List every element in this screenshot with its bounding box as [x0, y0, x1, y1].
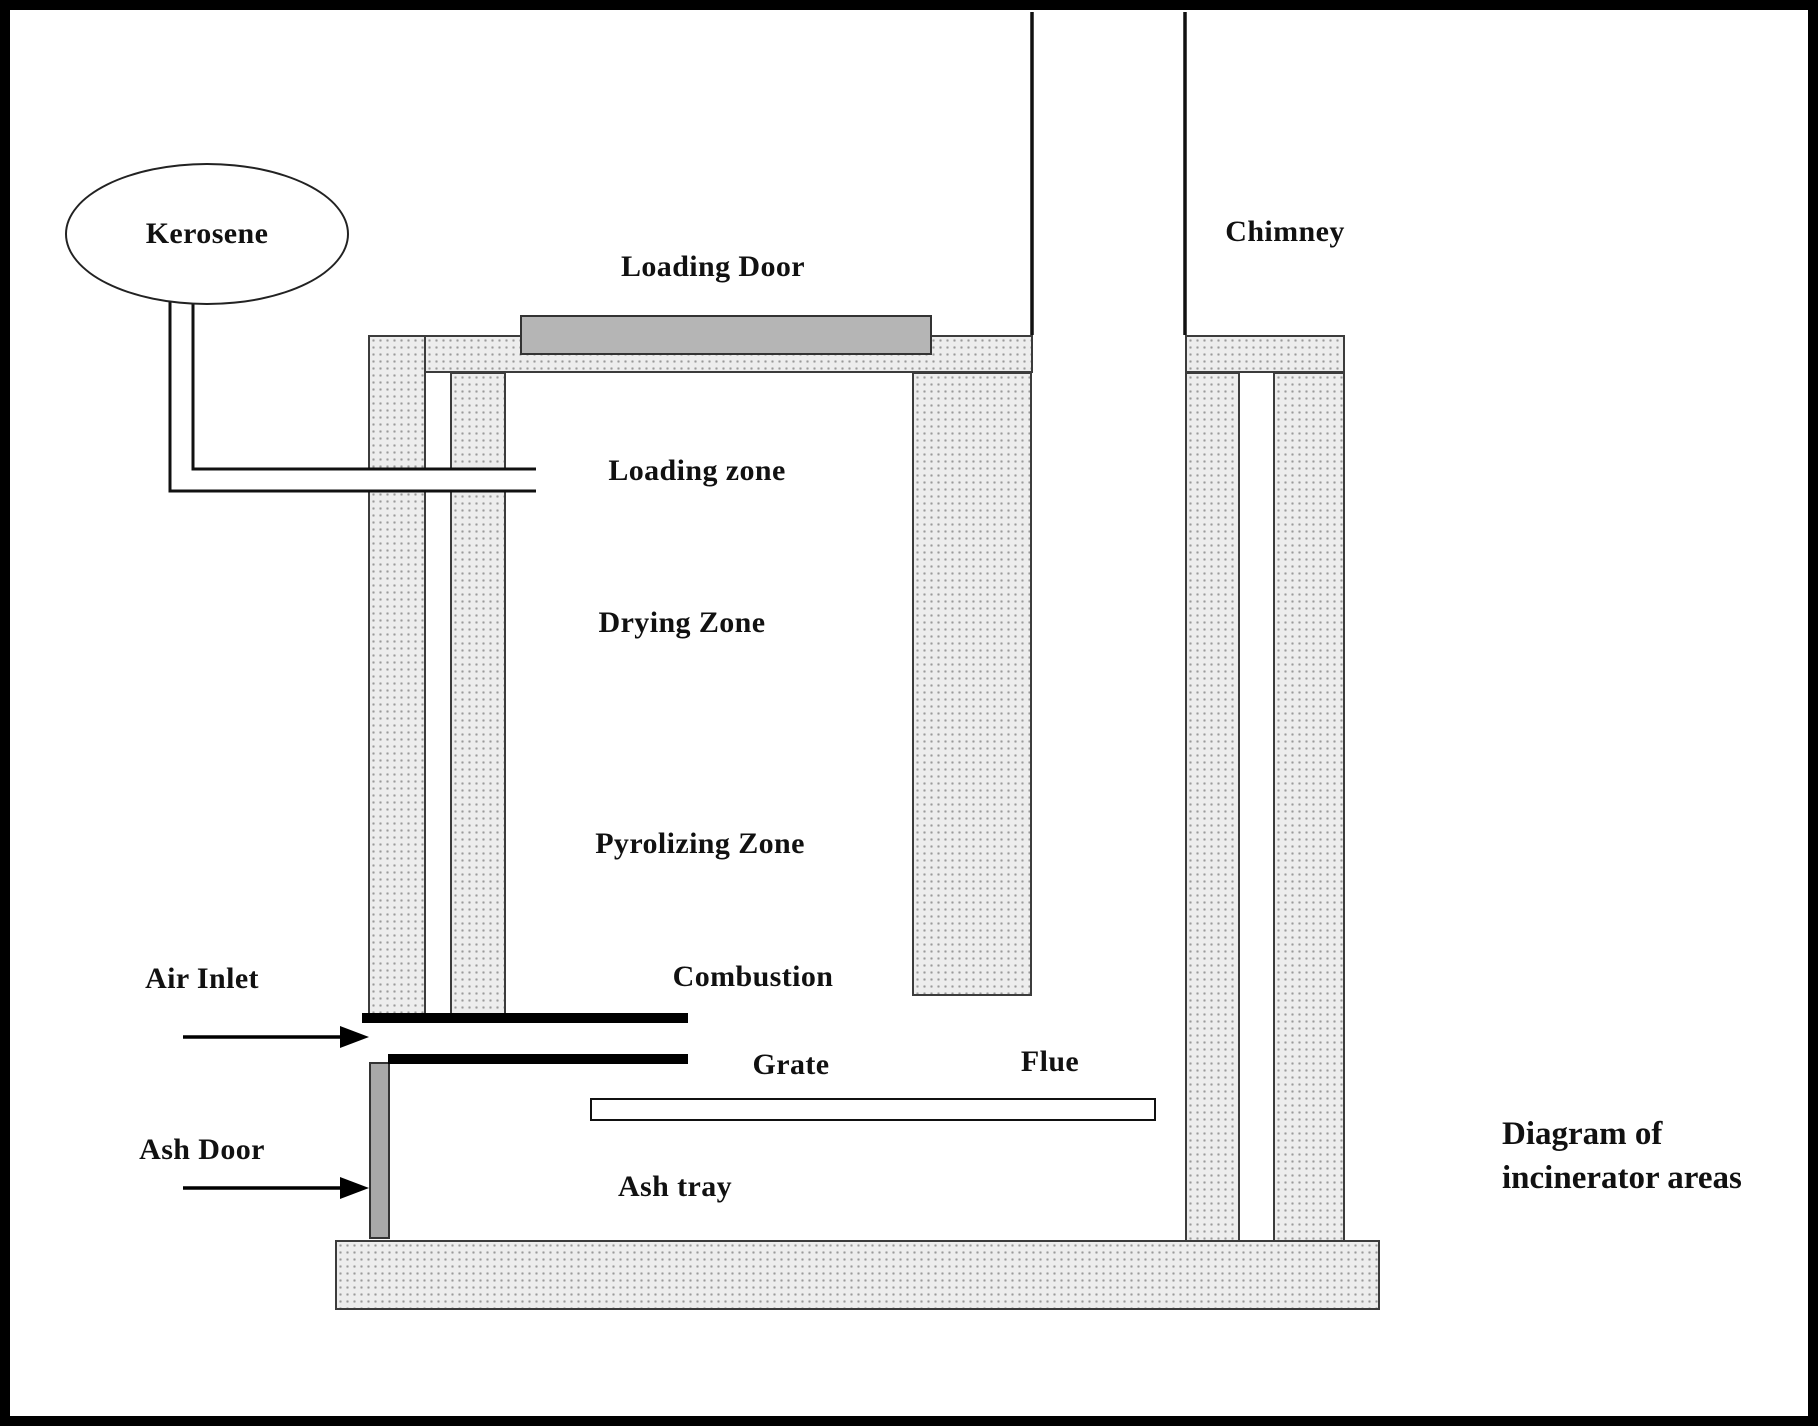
right-wall-outer-column	[1273, 372, 1345, 1242]
kerosene-label: Kerosene	[145, 217, 269, 250]
center-baffle-wall	[912, 372, 1032, 996]
air-inlet-arrow-head	[340, 1026, 369, 1048]
right-wall-inner-column	[1185, 372, 1240, 1242]
caption-line-2: incinerator areas	[1502, 1160, 1742, 1196]
grate-label: Grate	[752, 1048, 830, 1081]
ash-door-arrow-head	[340, 1177, 369, 1199]
chimney-label: Chimney	[1225, 215, 1345, 248]
ash-tray-label: Ash tray	[617, 1170, 733, 1203]
drying-zone-label: Drying Zone	[598, 606, 766, 639]
ash-door-label: Ash Door	[139, 1133, 265, 1166]
air-inlet-label: Air Inlet	[145, 962, 259, 995]
diagram-caption: Diagram of incinerator areas	[1502, 1112, 1818, 1200]
grate-flue-plate	[590, 1098, 1156, 1121]
flue-label: Flue	[1020, 1045, 1080, 1078]
loading-door-plate	[520, 315, 932, 355]
pyrolizing-zone-label: Pyrolizing Zone	[595, 827, 805, 860]
left-wall-inner-column	[450, 372, 506, 1017]
combustion-label: Combustion	[672, 960, 834, 993]
right-wall-top-cap	[1185, 335, 1345, 373]
loading-zone-label: Loading zone	[608, 454, 786, 487]
ash-door-plate	[369, 1062, 390, 1239]
caption-line-1: Diagram of	[1502, 1116, 1663, 1152]
base-slab	[335, 1240, 1380, 1310]
kerosene-tank: Kerosene	[65, 163, 349, 305]
loading-door-label: Loading Door	[621, 250, 805, 283]
left-wall-outer-column	[368, 335, 426, 1017]
